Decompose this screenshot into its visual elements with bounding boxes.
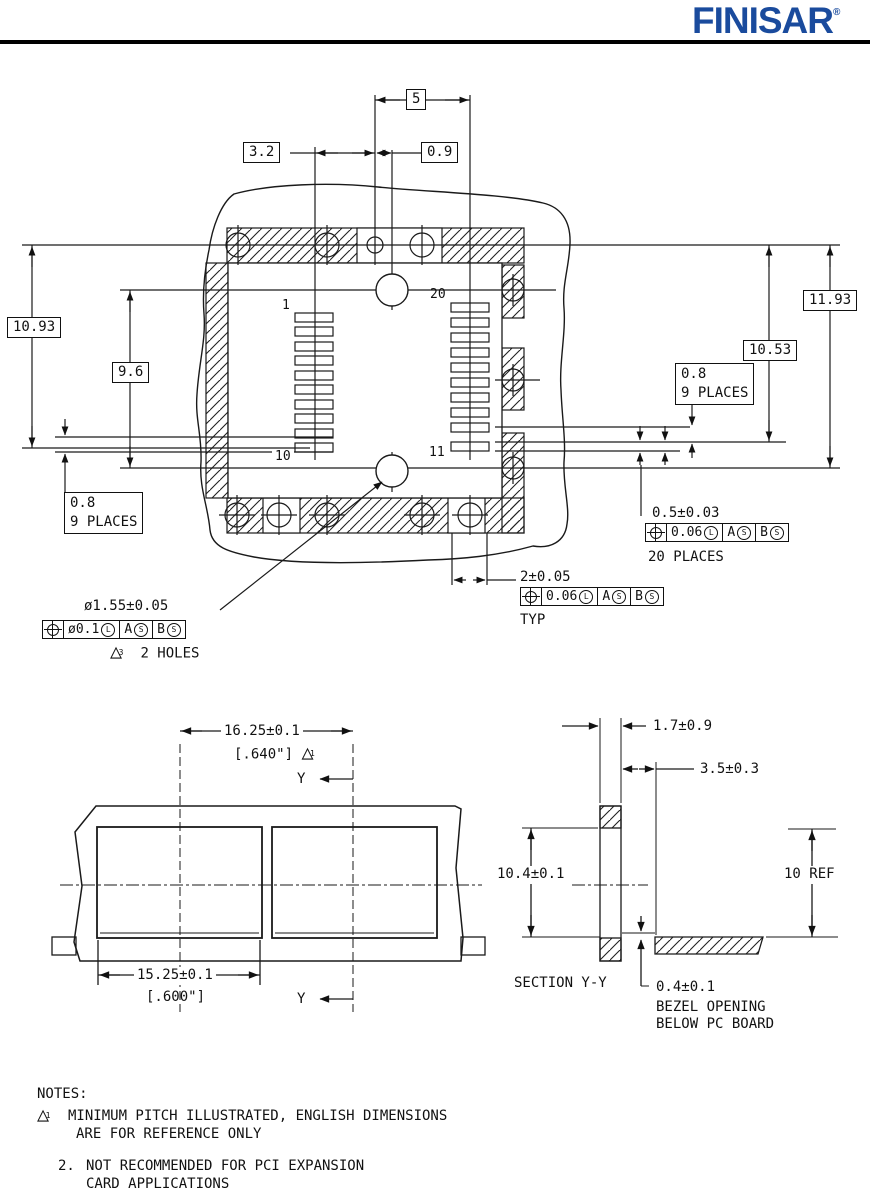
ref-600: [.600"]	[146, 989, 206, 1005]
pad-column-right	[450, 302, 490, 452]
board-break-outline	[195, 183, 571, 564]
ground-pads-bottom	[219, 495, 488, 535]
holes-note: △3 2 HOLES	[110, 639, 200, 663]
note-2-line1: NOT RECOMMENDED FOR PCI EXPANSION	[86, 1158, 365, 1174]
pin-label-20: 20	[430, 287, 446, 302]
note-1-line1: MINIMUM PITCH ILLUSTRATED, ENGLISH DIMEN…	[68, 1108, 448, 1124]
dim-pad-pitch2: 2±0.05	[520, 569, 571, 585]
position-tolerance-icon	[44, 620, 62, 639]
tab-left	[51, 936, 77, 956]
dim-10-ref: 10 REF	[781, 866, 838, 884]
section-arrow-label-top: Y	[297, 771, 306, 787]
dim-10-53: 10.53	[743, 340, 798, 361]
flag-triangle-icon: △	[110, 639, 123, 663]
note-flag: △1	[301, 740, 315, 764]
note-2-num: 2.	[58, 1158, 75, 1174]
pin-label-1: 1	[282, 298, 290, 313]
bezel-plate-outline	[73, 805, 464, 962]
dim-11-93: 11.93	[803, 290, 858, 311]
pc-board	[654, 936, 764, 955]
dim-9-6: 9.6	[112, 362, 150, 383]
pin-label-11: 11	[426, 445, 448, 462]
dim-3-5: 3.5±0.3	[700, 761, 760, 777]
position-tolerance-icon	[647, 523, 665, 542]
note-1-flag: △1	[37, 1102, 51, 1126]
dim-5: 5	[406, 89, 427, 110]
dim-3-2: 3.2	[243, 142, 281, 163]
dimension-lines	[28, 96, 834, 611]
note-2-line2: CARD APPLICATIONS	[86, 1176, 230, 1192]
ref-640: [.640"] △1	[234, 740, 323, 764]
ground-pads-right	[495, 274, 540, 484]
section-arrow-label-bottom: Y	[297, 991, 306, 1007]
section-title: SECTION Y-Y	[514, 975, 607, 991]
registered-mark: ®	[833, 7, 840, 18]
section-view-figure	[522, 718, 838, 987]
dim-10-4: 10.4±0.1	[494, 866, 568, 884]
position-tolerance-icon	[522, 587, 540, 606]
dim-pad-width: 0.5±0.03	[652, 505, 720, 521]
notes-heading: NOTES:	[37, 1086, 88, 1102]
bezel-note-line2: BELOW PC BOARD	[656, 1016, 775, 1032]
mounting-hole-bottom	[375, 454, 409, 488]
tab-right	[460, 936, 486, 956]
dim-10-93: 10.93	[7, 317, 62, 338]
window-right	[271, 826, 438, 939]
pin-label-10: 10	[272, 449, 294, 466]
front-view-figure	[51, 727, 486, 1012]
flag-triangle-icon: △	[37, 1102, 50, 1126]
dim-0-9: 0.9	[421, 142, 459, 163]
dim-0-4: 0.4±0.1	[656, 979, 716, 995]
bezel-note-line1: BEZEL OPENING	[656, 999, 766, 1015]
ground-pads-top	[225, 225, 435, 265]
pad-width-places: 20 PLACES	[648, 549, 724, 565]
dim-15-25: 15.25±0.1	[134, 967, 216, 985]
pad-column-left	[294, 312, 334, 453]
dim-1-7: 1.7±0.9	[653, 718, 713, 734]
courtyard	[227, 262, 503, 499]
finisar-logo: FINISAR®	[692, 0, 840, 41]
flag-triangle-icon: △	[301, 740, 314, 764]
note-1-line2: ARE FOR REFERENCE ONLY	[76, 1126, 262, 1142]
dim-hole-diameter: ø1.55±0.05	[84, 598, 169, 614]
mounting-hole-top	[375, 273, 409, 307]
footprint-figure	[22, 95, 840, 611]
note-flag: △3	[110, 639, 124, 663]
header-rule	[0, 40, 870, 44]
dim-16-25: 16.25±0.1	[221, 723, 303, 741]
pad-pitch2-typ: TYP	[520, 612, 546, 628]
